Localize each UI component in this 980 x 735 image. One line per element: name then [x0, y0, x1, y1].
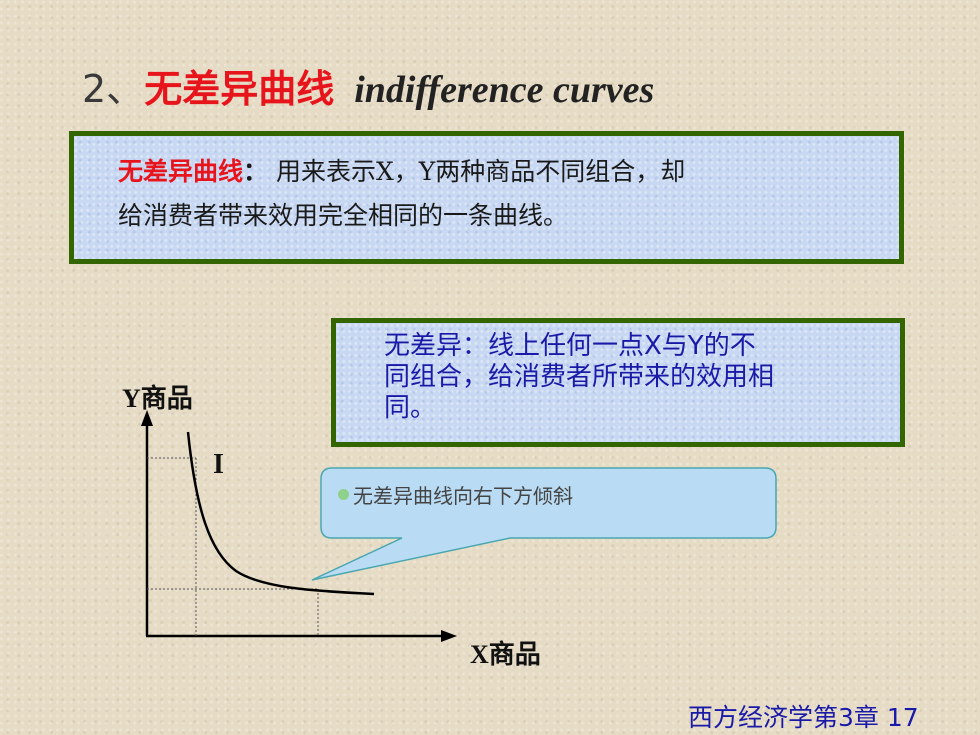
- y-axis-arrow-icon: [141, 410, 153, 426]
- y-axis-label: Y商品: [122, 384, 193, 413]
- title-number: 2、: [82, 67, 145, 111]
- footer-page-label: 西方经济学第3章 17: [688, 703, 919, 732]
- definition-colon: ：: [243, 157, 269, 186]
- title-english: indifference curves: [354, 69, 655, 111]
- note-line2: 同组合，给消费者所带来的效用相: [384, 362, 775, 392]
- indifference-curve: [186, 431, 375, 596]
- note-line1: 无差异：线上任何一点X与Y的不: [384, 331, 756, 361]
- callout-text: 无差异曲线向右下方倾斜: [353, 484, 573, 508]
- note-line3: 同。: [384, 393, 437, 423]
- callout: 无差异曲线向右下方倾斜: [338, 480, 573, 509]
- curve-label: I: [213, 449, 224, 480]
- x-axis-label: X商品: [470, 640, 541, 669]
- definition-line1: 用来表示X，Y两种商品不同组合，却: [275, 157, 686, 186]
- bullet-icon: [338, 489, 349, 500]
- definition-line2: 给消费者带来效用完全相同的一条曲线。: [118, 201, 569, 230]
- callout-bubble: [311, 467, 777, 581]
- definition-term: 无差异曲线: [118, 157, 244, 186]
- definition-box: 无差异曲线： 用来表示X，Y两种商品不同组合，却 给消费者带来效用完全相同的一条…: [69, 131, 904, 264]
- title-chinese: 无差异曲线: [144, 67, 335, 111]
- note-box: 无差异：线上任何一点X与Y的不 同组合，给消费者所带来的效用相 同。: [331, 318, 905, 447]
- definition-text: 无差异曲线： 用来表示X，Y两种商品不同组合，却 给消费者带来效用完全相同的一条…: [118, 150, 879, 238]
- x-axis-arrow-icon: [441, 630, 457, 642]
- note-text: 无差异：线上任何一点X与Y的不 同组合，给消费者所带来的效用相 同。: [384, 331, 884, 424]
- slide-title: 2、 无差异曲线 indifference curves: [82, 58, 654, 114]
